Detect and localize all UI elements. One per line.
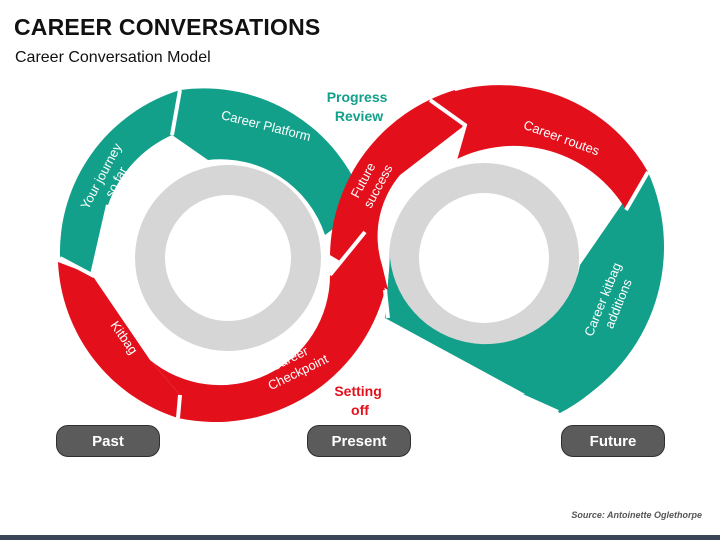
segment-separators: [59, 89, 650, 419]
page-subtitle: Career Conversation Model: [15, 49, 211, 66]
segment-platform-band: [172, 88, 365, 235]
timeline-future-pill: Future: [561, 425, 665, 457]
segment-kitbag-band: [58, 262, 180, 418]
timeline-past-pill: Past: [56, 425, 160, 457]
right-inner-ring: [389, 163, 579, 353]
segment-journey-band: [59, 90, 180, 275]
footer-bar: [0, 535, 720, 540]
segment-kitbag-additions-band: [520, 172, 665, 412]
source-credit: Source: Antoinette Oglethorpe: [571, 510, 702, 520]
page-title: CAREER CONVERSATIONS: [14, 14, 321, 40]
timeline-present-pill: Present: [307, 425, 411, 457]
left-hole: [166, 196, 290, 320]
right-hole: [420, 194, 548, 322]
progress-review-label: Progress Review: [327, 89, 392, 124]
setting-off-label: Setting off: [334, 383, 385, 418]
segment-routes-band: [430, 85, 648, 210]
segment-future-success-band: [330, 90, 465, 290]
segment-checkpoint-band: [150, 232, 385, 423]
left-inner-ring: [135, 165, 321, 351]
segment-milestones-band: [385, 178, 657, 413]
